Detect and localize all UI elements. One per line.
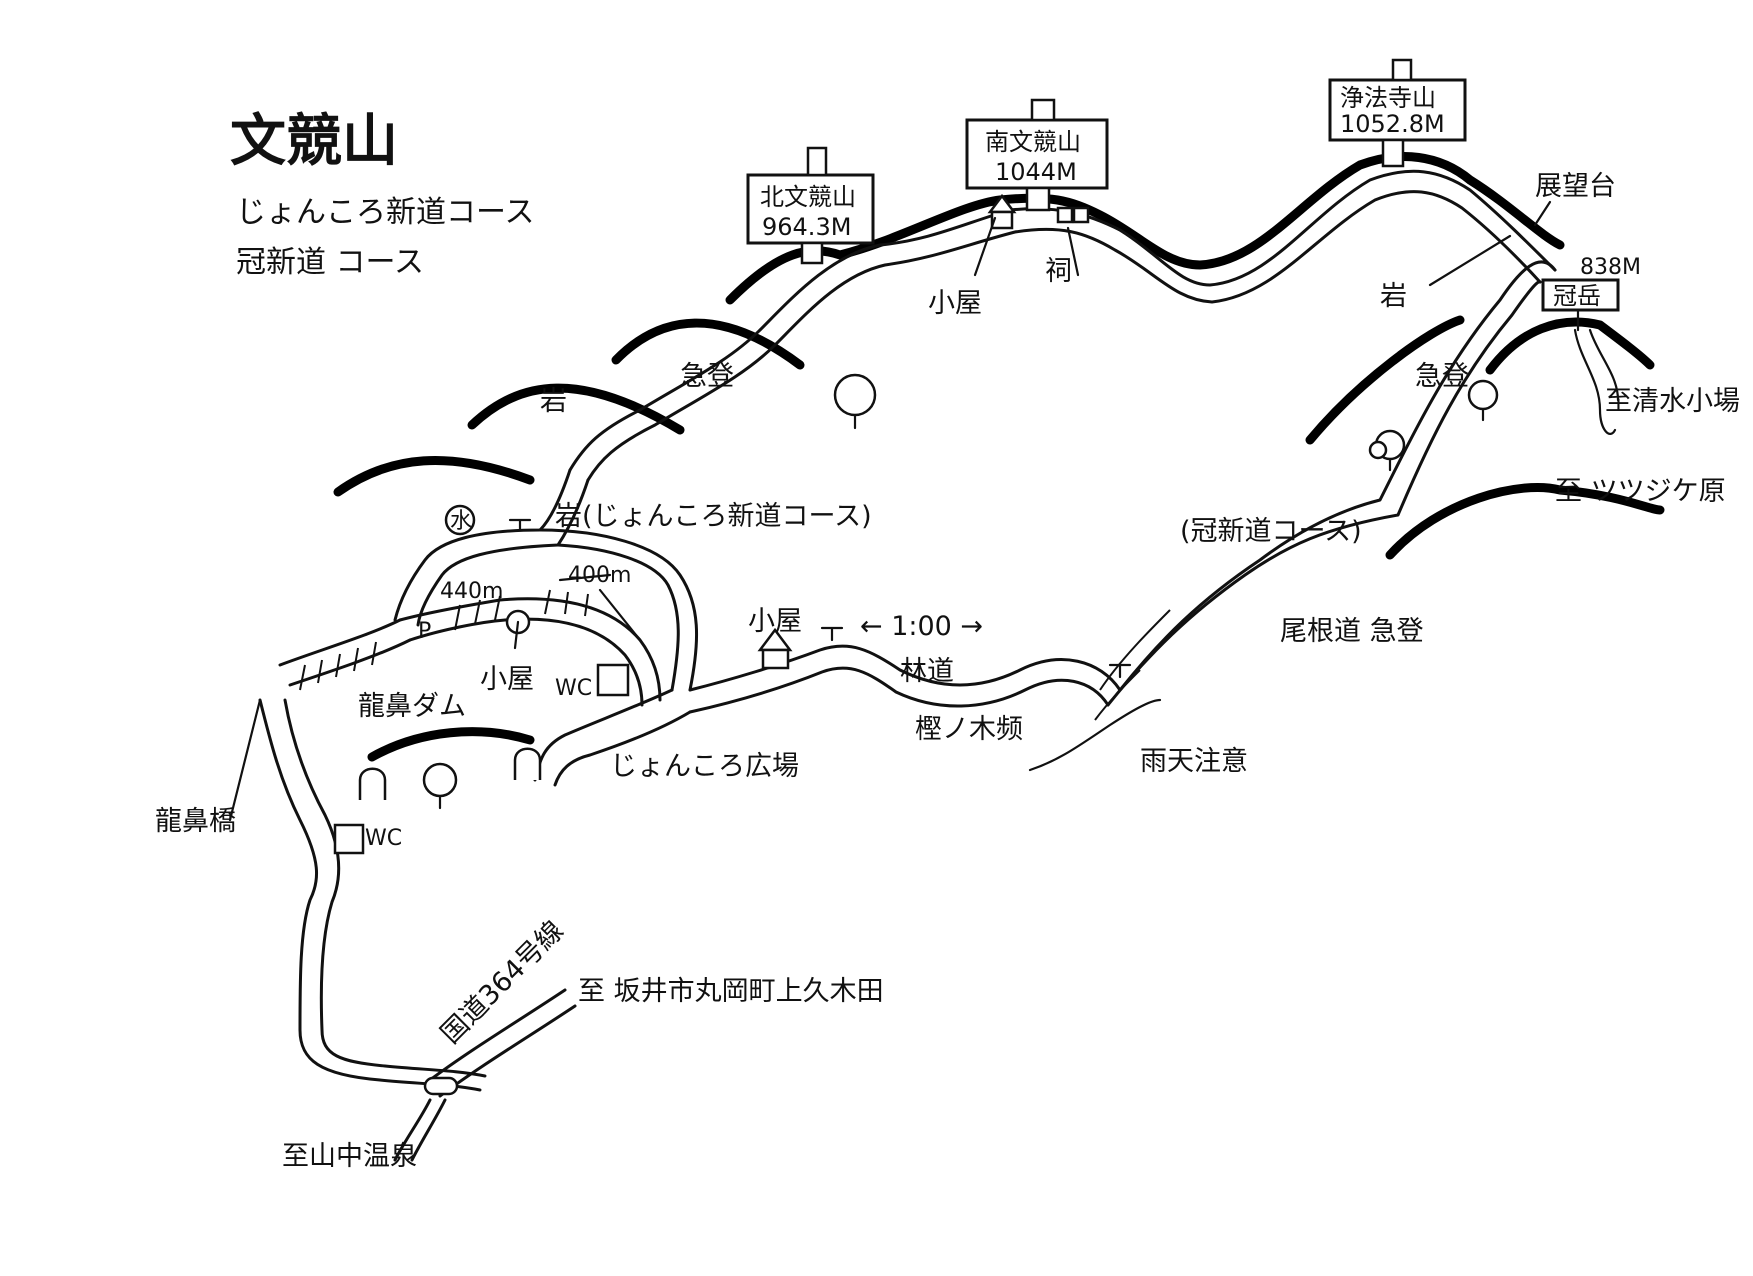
peak-sign-kanmuri: 冠岳 838M bbox=[1541, 255, 1641, 332]
label-dam: 龍鼻ダム bbox=[358, 691, 466, 722]
peak-elevation-minami: 1044M bbox=[995, 158, 1077, 186]
label-itaru-sakai: 至 坂井市丸岡町上久木田 bbox=[578, 976, 884, 1007]
label-tenbodai: 展望台 bbox=[1535, 171, 1616, 202]
label-kyutou-right: 急登 bbox=[1415, 361, 1469, 392]
label-iwa-jonkoro: 岩(じょんころ新道コース) bbox=[555, 501, 872, 532]
map-subtitle-kanmuri: 冠新道 コース bbox=[236, 245, 424, 280]
label-itaru-tsutsuji: 至 ツツジケ原 bbox=[1555, 476, 1726, 507]
label-iwa-upper: 岩 bbox=[540, 386, 567, 417]
peak-name-minami: 南文競山 bbox=[985, 128, 1081, 156]
trail-network bbox=[228, 169, 1620, 1162]
peak-name-kanmuri: 冠岳 bbox=[1553, 282, 1601, 310]
label-kanmuri-course: (冠新道コース) bbox=[1180, 516, 1362, 547]
wc-upper-label: WC bbox=[555, 676, 592, 701]
junction-marker-icon bbox=[508, 518, 1132, 679]
toilet-icon: WC bbox=[333, 823, 402, 855]
peak-sign-joboji: 浄法寺山 1052.8M bbox=[1328, 58, 1467, 168]
tunnel-icon bbox=[358, 747, 542, 800]
toilet-icon: WC bbox=[555, 663, 630, 701]
label-iwa-right: 岩 bbox=[1380, 281, 1407, 312]
peak-name-kita: 北文競山 bbox=[760, 183, 856, 211]
water-label: 水 bbox=[450, 509, 472, 534]
label-koya-forest: 小屋 bbox=[748, 606, 802, 637]
peak-sign-kita: 北文競山 964.3M bbox=[746, 146, 875, 265]
map-title: 文競山 bbox=[230, 109, 398, 174]
label-kakinoki: 樫ノ木频 bbox=[915, 714, 1023, 745]
label-scale: ← 1:00 → bbox=[860, 611, 983, 642]
label-koya-ridge: 小屋 bbox=[928, 288, 982, 319]
shrine-icon bbox=[1056, 206, 1090, 224]
label-dist-400: 400m bbox=[568, 563, 631, 588]
peak-elevation-joboji: 1052.8M bbox=[1340, 110, 1445, 138]
label-ryubi-bridge: 龍鼻橋 bbox=[155, 806, 236, 837]
label-yane-kyutou: 尾根道 急登 bbox=[1280, 616, 1424, 647]
label-rindo: 林道 bbox=[900, 656, 954, 687]
water-icon: 水 bbox=[444, 504, 476, 536]
peak-name-joboji: 浄法寺山 bbox=[1340, 84, 1436, 112]
label-uten: 雨天注意 bbox=[1140, 746, 1248, 777]
roundabout-icon bbox=[423, 1076, 459, 1096]
peak-elevation-kita: 964.3M bbox=[762, 213, 851, 241]
ridge-lines bbox=[333, 152, 1665, 762]
tree-icon bbox=[422, 373, 1499, 810]
peak-elevation-kanmuri: 838M bbox=[1580, 255, 1641, 280]
label-kyutou-upper: 急登 bbox=[680, 361, 734, 392]
label-itaru-shimizu: 至清水小場 bbox=[1605, 386, 1740, 417]
wc-lower-label: WC bbox=[365, 826, 402, 851]
label-parking: P bbox=[418, 619, 431, 644]
label-koya-lower: 小屋 bbox=[480, 664, 534, 695]
label-itaru-yamanaka: 至山中温泉 bbox=[282, 1141, 417, 1172]
pointer-arrows bbox=[513, 200, 1552, 650]
label-dist-440: 440m bbox=[440, 579, 503, 604]
map-subtitle-jonkoro: じょんころ新道コース bbox=[236, 195, 535, 230]
hut-icon bbox=[987, 193, 1017, 230]
peak-sign-minami: 南文競山 1044M bbox=[965, 98, 1109, 212]
hut-icon bbox=[757, 627, 793, 670]
label-jonkoro-hiroba: じょんころ広場 bbox=[610, 751, 799, 782]
label-hokora: 祠 bbox=[1045, 256, 1072, 287]
